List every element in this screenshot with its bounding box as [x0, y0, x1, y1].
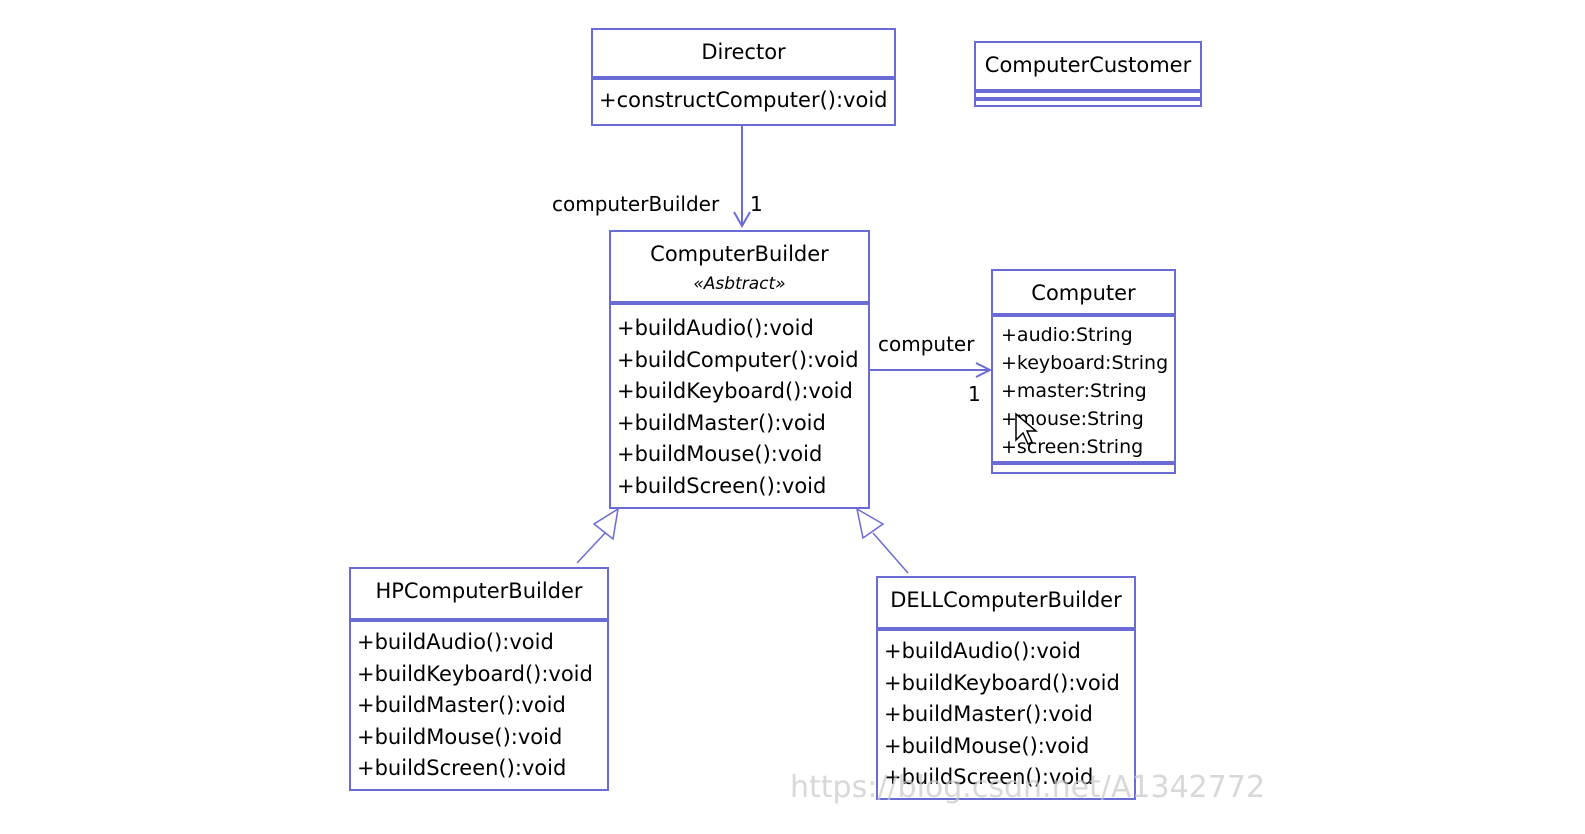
operation: +buildMouse():void: [617, 442, 823, 467]
dell-generalization-line: [872, 532, 909, 574]
operation: +buildKeyboard():void: [617, 379, 853, 404]
attribute: +keyboard:String: [1001, 352, 1169, 374]
class-name: HPComputerBuilder: [375, 579, 583, 603]
operation: +constructComputer():void: [599, 88, 888, 112]
class-name: Computer: [1031, 281, 1136, 305]
operation: +buildScreen():void: [884, 765, 1094, 790]
operations-list: +buildAudio():void +buildComputer():void…: [617, 313, 864, 503]
compartment-divider: [351, 618, 607, 622]
operation: +buildAudio():void: [617, 316, 814, 340]
operation: +buildAudio():void: [357, 630, 554, 654]
compartment-divider: [993, 461, 1174, 465]
attribute: +screen:String: [1001, 436, 1144, 458]
generalization-triangle: [592, 507, 620, 541]
operation: +buildMaster():void: [617, 410, 826, 435]
operations-list: +buildAudio():void +buildKeyboard():void…: [884, 636, 1130, 794]
attribute: +mouse:String: [1001, 408, 1144, 430]
operation: +buildKeyboard():void: [357, 661, 593, 686]
computer-customer-class[interactable]: ComputerCustomer: [974, 41, 1202, 107]
computer-builder-class[interactable]: ComputerBuilder «Asbtract» +buildAudio()…: [609, 230, 870, 509]
association-multiplicity: 1: [750, 192, 763, 216]
class-stereotype: «Asbtract»: [693, 274, 786, 294]
compartment-divider: [993, 313, 1174, 317]
mouse-pointer-icon: [1015, 412, 1038, 446]
operation: +buildMaster():void: [357, 693, 566, 718]
operation: +buildComputer():void: [617, 347, 859, 372]
association-role-label: computerBuilder: [552, 192, 720, 216]
operations-list: +constructComputer():void: [599, 85, 890, 117]
operations-list: +buildAudio():void +buildKeyboard():void…: [357, 627, 603, 785]
association-role-label: computer: [878, 332, 975, 356]
compartment-divider: [976, 89, 1200, 93]
class-name: Director: [701, 40, 786, 64]
operation: +buildMouse():void: [357, 724, 563, 749]
operation: +buildMouse():void: [884, 733, 1090, 758]
computer-class[interactable]: Computer +audio:String +keyboard:String …: [991, 269, 1176, 474]
compartment-divider: [593, 76, 894, 80]
attribute: +master:String: [1001, 380, 1147, 402]
association-arrowhead: [975, 362, 993, 378]
hp-generalization-line: [576, 531, 607, 564]
operation: +buildKeyboard():void: [884, 670, 1120, 695]
hp-computer-builder-class[interactable]: HPComputerBuilder +buildAudio():void +bu…: [349, 567, 609, 791]
director-class[interactable]: Director +constructComputer():void: [591, 28, 896, 126]
generalization-triangle: [855, 507, 885, 540]
compartment-divider: [611, 301, 868, 305]
operation: +buildScreen():void: [357, 756, 567, 781]
attributes-list: +audio:String +keyboard:String +master:S…: [1001, 321, 1170, 461]
dell-computer-builder-class[interactable]: DELLComputerBuilder +buildAudio():void +…: [876, 576, 1136, 800]
association-arrowhead: [733, 211, 751, 229]
association-multiplicity: 1: [968, 382, 981, 406]
operation: +buildAudio():void: [884, 639, 1081, 663]
class-name: ComputerBuilder: [650, 242, 829, 266]
operation: +buildScreen():void: [617, 473, 827, 498]
operation: +buildMaster():void: [884, 702, 1093, 727]
watermark-text: https://blog.csdn.net/A1342772: [790, 770, 1266, 805]
class-name: ComputerCustomer: [984, 53, 1192, 77]
compartment-divider: [976, 97, 1200, 101]
attribute: +audio:String: [1001, 324, 1133, 346]
compartment-divider: [878, 627, 1134, 631]
class-name: DELLComputerBuilder: [890, 588, 1122, 612]
